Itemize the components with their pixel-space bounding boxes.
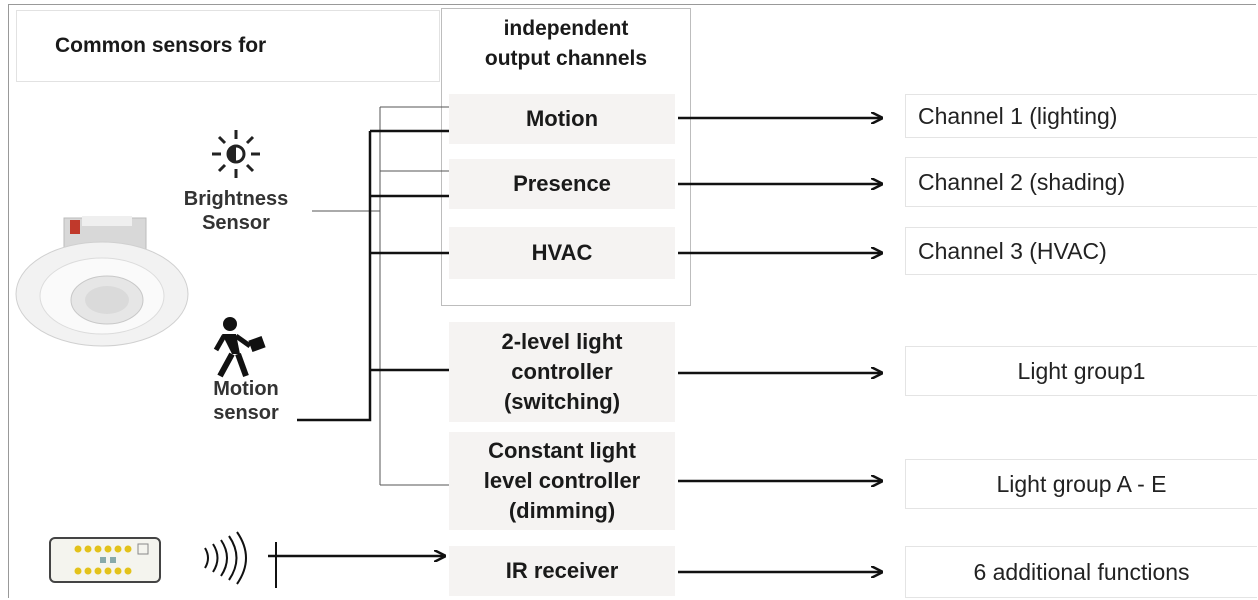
- ir-remote-control-icon: [49, 537, 161, 583]
- diagram-frame: [8, 4, 1256, 598]
- walking-person-icon: [213, 317, 266, 378]
- ceiling-sensor-device: [15, 216, 189, 347]
- ir-input-arrow: [268, 542, 444, 588]
- independent-channels-box: [441, 8, 691, 306]
- brightness-sensor-label: Brightness Sensor: [183, 188, 289, 234]
- motion-sensor-label: Motion sensor: [213, 378, 279, 424]
- output-light-group-a-e: Light group A - E: [905, 459, 1257, 509]
- motion-bus-lines: [297, 129, 449, 422]
- function-constant-light-controller: Constant light level controller (dimming…: [449, 432, 675, 530]
- function-motion: Motion: [449, 94, 675, 144]
- independent-channels-title: independent output channels: [484, 17, 648, 70]
- output-channel-1: Channel 1 (lighting): [905, 94, 1257, 138]
- sun-icon: [212, 130, 260, 178]
- function-ir-receiver: IR receiver: [449, 546, 675, 596]
- common-sensors-title: Common sensors for: [55, 34, 267, 57]
- function-presence: Presence: [449, 159, 675, 209]
- function-hvac: HVAC: [449, 227, 675, 279]
- output-light-group-1: Light group1: [905, 346, 1257, 396]
- output-additional-functions: 6 additional functions: [905, 546, 1257, 598]
- brightness-bus-lines: [312, 106, 449, 486]
- output-channel-2: Channel 2 (shading): [905, 157, 1257, 207]
- output-arrows: [678, 118, 881, 572]
- ir-waves-icon: [204, 531, 247, 585]
- common-sensors-header: Common sensors for: [16, 10, 440, 82]
- output-channel-3: Channel 3 (HVAC): [905, 227, 1257, 275]
- function-two-level-light-controller: 2-level light controller (switching): [449, 322, 675, 422]
